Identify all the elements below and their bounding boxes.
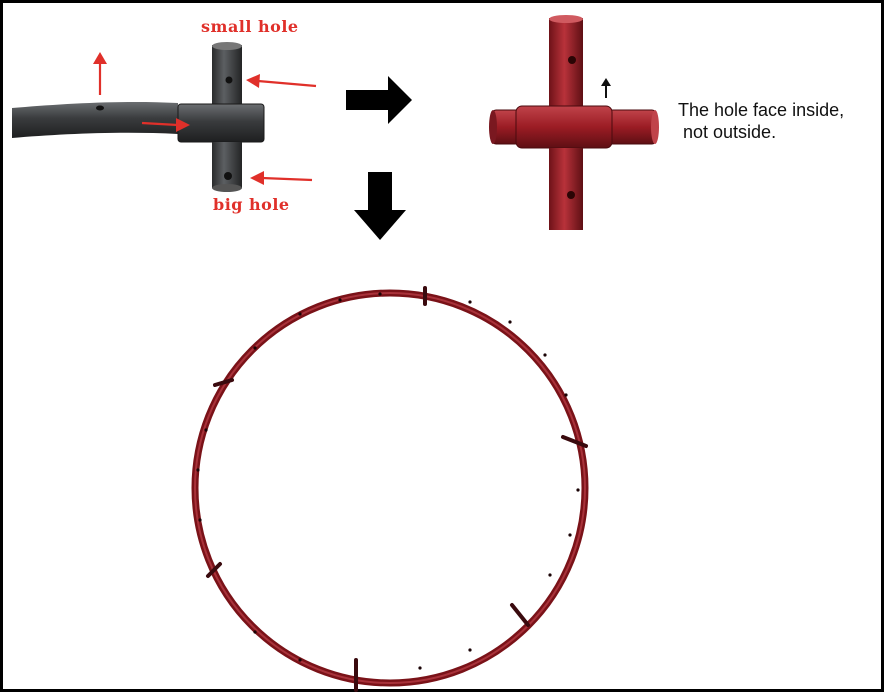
red-connector: [489, 15, 659, 230]
orientation-note: The hole face inside, not outside.: [678, 99, 844, 143]
gray-connector: [178, 42, 264, 192]
big-hole-label: big hole: [213, 195, 290, 214]
arrow-up-icon: [601, 78, 611, 98]
arrow-down-icon: [354, 172, 406, 240]
gray-pipe: [12, 102, 178, 138]
arrow-right-icon: [346, 76, 412, 124]
small-hole-label: small hole: [201, 17, 299, 36]
